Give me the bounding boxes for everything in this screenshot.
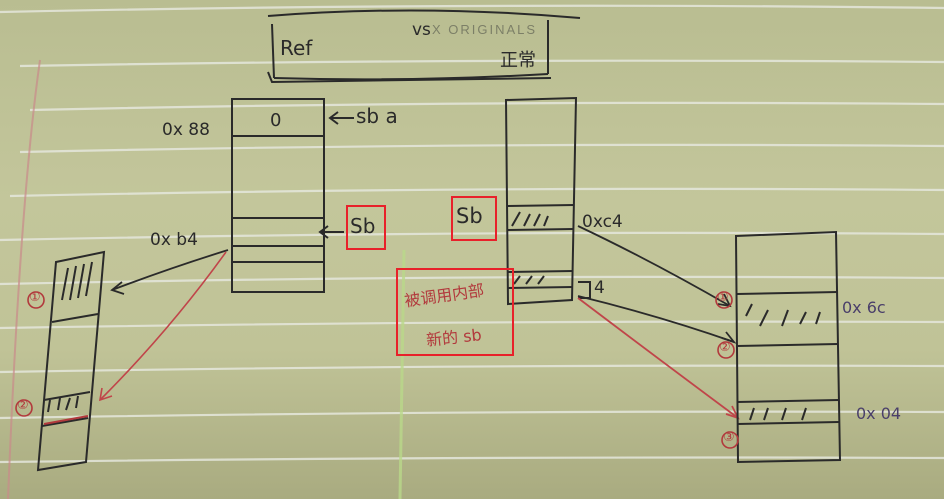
left-heap-mark-1: ① xyxy=(29,290,41,305)
highlight-box-right-sb xyxy=(451,196,497,241)
pointer-sb-left: Sb xyxy=(350,214,376,238)
address-0x88: 0x 88 xyxy=(162,120,210,140)
arrow-sba xyxy=(328,111,354,125)
address-0xc4: 0xc4 xyxy=(582,212,623,232)
left-heap xyxy=(36,250,106,472)
arrow-left-heap-1 xyxy=(110,249,229,295)
right-stack xyxy=(504,96,591,306)
address-0xb4: 0x b4 xyxy=(150,230,198,250)
arrow-right-heap-2 xyxy=(577,295,737,344)
address-0x6c: 0x 6c xyxy=(842,298,886,317)
margin-line xyxy=(7,59,41,499)
paper-imprint: X ORIGINALS xyxy=(432,22,538,37)
pointer-sb-right: Sb xyxy=(456,204,483,228)
left-heap-mark-2: ② xyxy=(17,398,29,413)
arrow-right-heap-3 xyxy=(577,297,740,420)
header-frame xyxy=(267,9,581,84)
cell-value-zero: 0 xyxy=(270,110,282,131)
highlight-box-left-sb xyxy=(346,205,386,250)
header-vs: vs xyxy=(412,20,431,40)
arrow-left-heap-2 xyxy=(98,251,227,402)
right-heap xyxy=(734,230,842,464)
circle-marks xyxy=(15,291,739,449)
pointer-label-sba: sb a xyxy=(356,104,398,128)
highlight-box-note xyxy=(396,268,514,356)
arrow-sb-left xyxy=(318,225,344,239)
left-stack xyxy=(231,98,325,293)
right-heap-mark-1: ① xyxy=(717,290,729,305)
address-0x04: 0x 04 xyxy=(856,404,902,423)
right-heap-mark-2: ② xyxy=(719,340,731,355)
highlighter-stroke xyxy=(398,249,406,499)
header-normal: 正常 xyxy=(500,50,536,71)
label-four: 4 xyxy=(594,278,605,298)
right-heap-mark-3: ③ xyxy=(723,430,735,445)
left-heap-red-line xyxy=(43,415,89,425)
header-ref: Ref xyxy=(280,36,313,60)
